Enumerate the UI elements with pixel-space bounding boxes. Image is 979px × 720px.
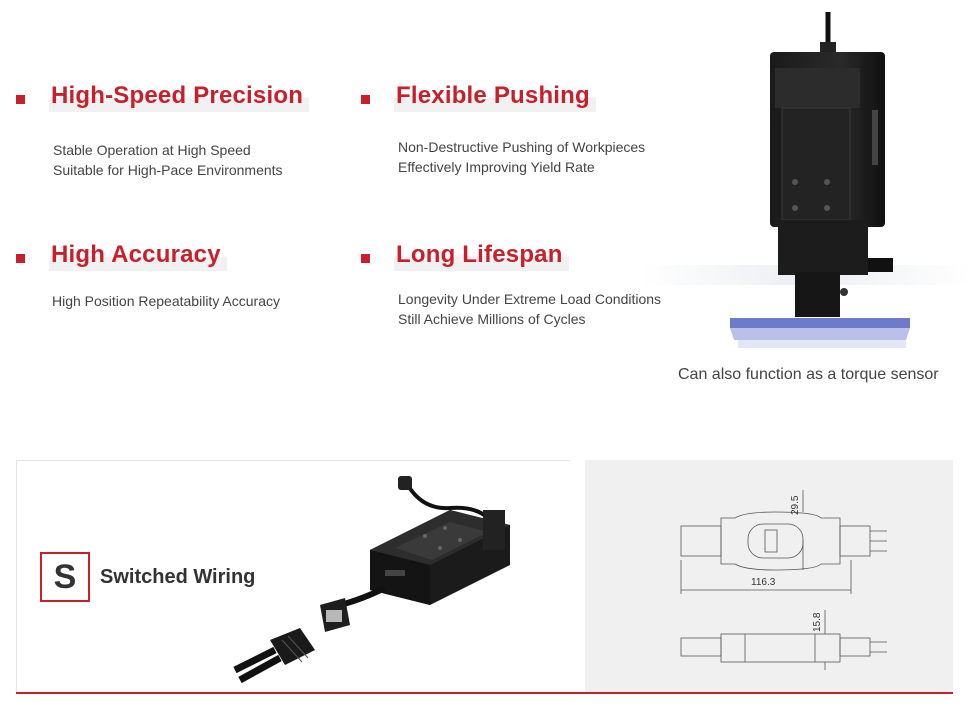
bottom-accent-line [16, 692, 953, 694]
feature-line: Longevity Under Extreme Load Conditions [398, 291, 662, 307]
wiring-label: Switched Wiring [100, 566, 256, 588]
bullet-icon [361, 254, 370, 263]
feature-title: High-Speed Precision [51, 82, 304, 109]
feature-line: Suitable for High-Pace Environments [53, 162, 283, 178]
feature-title-wrap: Flexible Pushing [394, 80, 596, 112]
feature-title: Long Lifespan [396, 241, 563, 268]
wiring-badge: S [40, 552, 90, 602]
feature-line: Stable Operation at High Speed [53, 142, 251, 158]
feature-title: High Accuracy [51, 241, 221, 268]
bullet-icon [16, 95, 25, 104]
product-caption: Can also function as a torque sensor [678, 366, 939, 383]
actuator-product-image [640, 12, 970, 348]
wiring-product-image [233, 476, 510, 684]
feature-line: High Position Repeatability Accuracy [52, 293, 281, 309]
feature-line: Still Achieve Millions of Cycles [398, 311, 586, 327]
feature-title-wrap: Long Lifespan [394, 239, 569, 271]
feature-line: Non-Destructive Pushing of Workpieces [398, 139, 646, 155]
connector-dimension-drawing: 29.5 116.3 15.8 [680, 490, 887, 670]
feature-description: Non-Destructive Pushing of Workpieces Ef… [398, 137, 645, 177]
bullet-icon [16, 254, 25, 263]
feature-title-wrap: High Accuracy [49, 239, 227, 271]
dimension-height-top: 29.5 [790, 495, 801, 515]
feature-title-wrap: High-Speed Precision [49, 80, 310, 112]
dimension-panel [585, 460, 953, 692]
feature-description: Longevity Under Extreme Load Conditions … [398, 289, 661, 329]
bullet-icon [361, 95, 370, 104]
dimension-height-side: 15.8 [812, 612, 823, 632]
feature-description: Stable Operation at High Speed Suitable … [53, 140, 283, 180]
feature-line: Effectively Improving Yield Rate [398, 159, 595, 175]
feature-title: Flexible Pushing [396, 82, 590, 109]
dimension-length: 116.3 [751, 577, 776, 588]
feature-description: High Position Repeatability Accuracy [52, 291, 280, 311]
